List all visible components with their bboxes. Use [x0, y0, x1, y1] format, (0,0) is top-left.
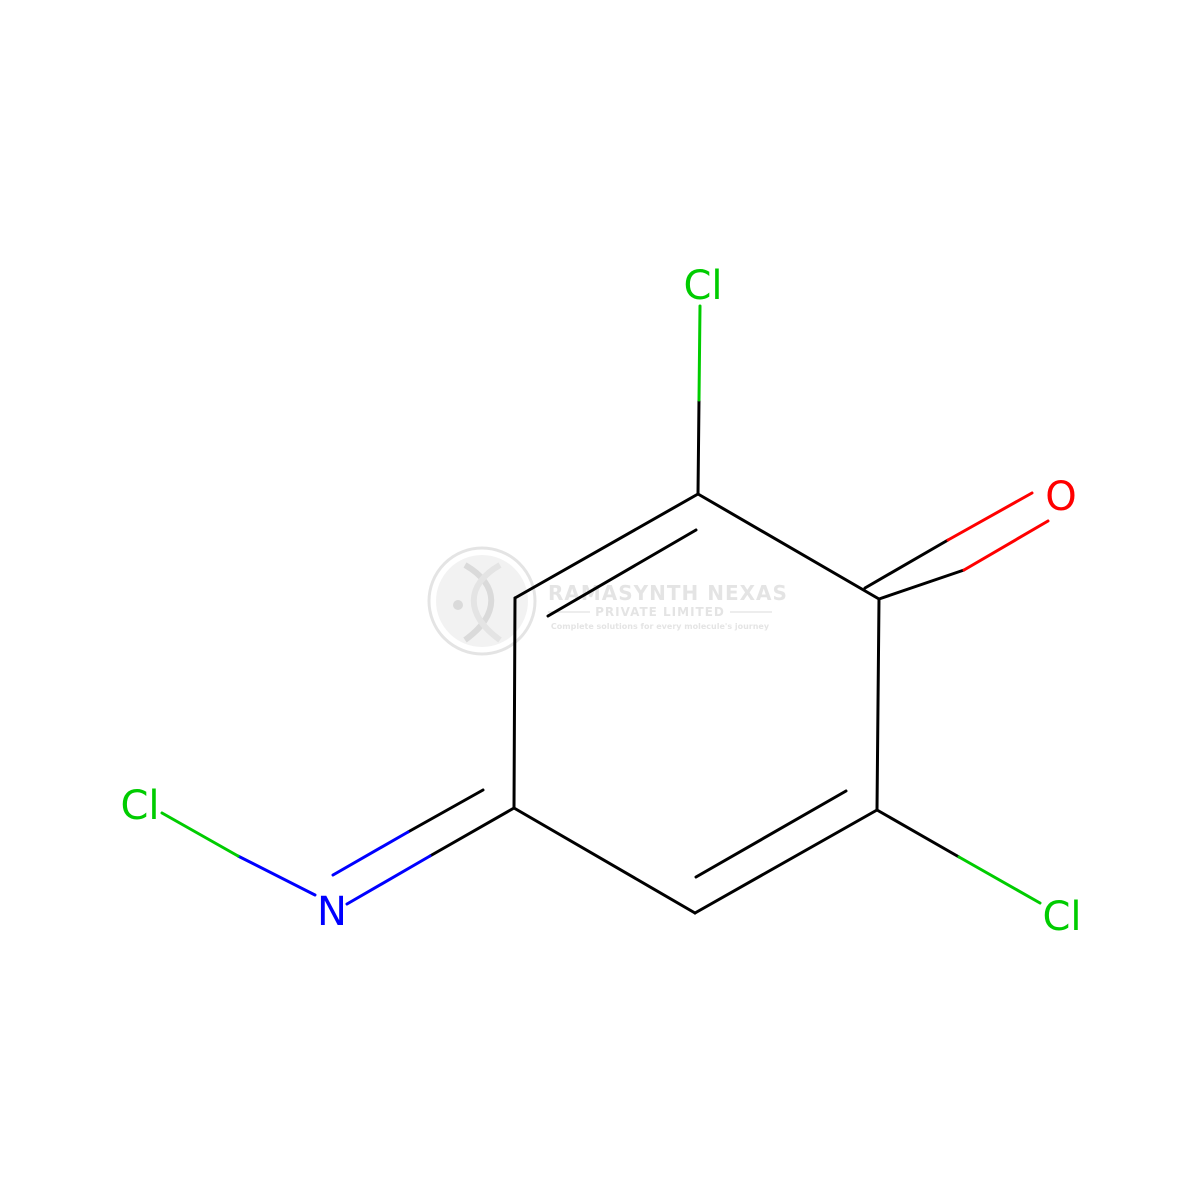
watermark-subtitle: PRIVATE LIMITED: [595, 605, 725, 619]
atom-oxygen: O: [1045, 474, 1076, 520]
bond-c6-cl-black: [875, 808, 961, 859]
bond-c1-o-a-red: [962, 519, 1050, 572]
bond-c2-cl-black: [696, 398, 701, 496]
watermark-tagline: Complete solutions for every molecule's …: [551, 622, 770, 631]
bond-c3-c4: [512, 596, 517, 810]
bond-c1-o-b-red: [946, 491, 1034, 542]
bond-c2-cl-green: [697, 304, 702, 402]
atom-cl-top: Cl: [683, 263, 722, 309]
bond-c5-c6: [693, 808, 879, 915]
watermark-company: RAMASYNTH NEXAS: [548, 581, 788, 605]
bond-c2-c3: [513, 492, 700, 600]
bonds: [160, 304, 1050, 915]
bond-c4-n-a-blue: [345, 854, 432, 906]
bond-c6-cl-green: [957, 855, 1042, 905]
atom-cl-bottom: Cl: [1042, 894, 1081, 940]
bond-c1-o-b-black: [863, 538, 950, 590]
watermark-logo-icon: [427, 546, 537, 656]
bond-c4-n-a-black: [428, 806, 516, 858]
bond-c4-n-b-black: [406, 788, 485, 834]
atom-nitrogen: N: [317, 889, 347, 935]
bond-n-cl-green: [160, 811, 240, 858]
atom-labels: Cl O Cl N Cl: [120, 263, 1081, 940]
watermark: RAMASYNTH NEXAS PRIVATE LIMITED Complete…: [427, 546, 788, 656]
bond-c1-o-a-black: [877, 568, 966, 601]
bond-c5-c6-inner: [694, 789, 848, 879]
atom-cl-left: Cl: [120, 783, 159, 829]
bond-c2-c3-inner: [546, 528, 698, 618]
bond-c4-c5: [512, 806, 697, 915]
bond-c4-n-b-blue: [331, 830, 410, 877]
bond-c2-c1: [696, 492, 881, 601]
bond-n-cl-blue: [236, 854, 317, 897]
bond-c1-c6: [875, 597, 881, 812]
